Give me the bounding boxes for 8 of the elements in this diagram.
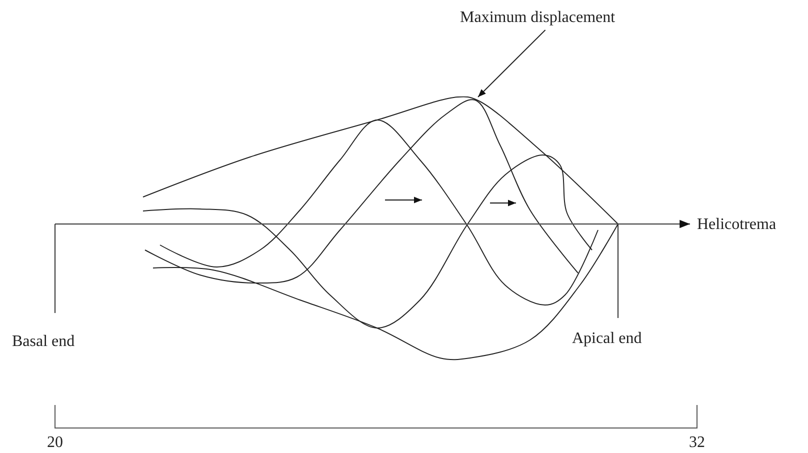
anatomy-label: Helicotrema (697, 217, 776, 233)
annotation-text: Maximum displacement (460, 10, 616, 26)
anatomy-label: Basal end (12, 334, 75, 350)
scale-value: 20 (47, 435, 63, 451)
leader-line (478, 30, 546, 98)
traveling-wave-drawing (142, 96, 618, 360)
anatomy-label: Apical end (572, 331, 642, 347)
scale-value: 32 (689, 435, 705, 451)
